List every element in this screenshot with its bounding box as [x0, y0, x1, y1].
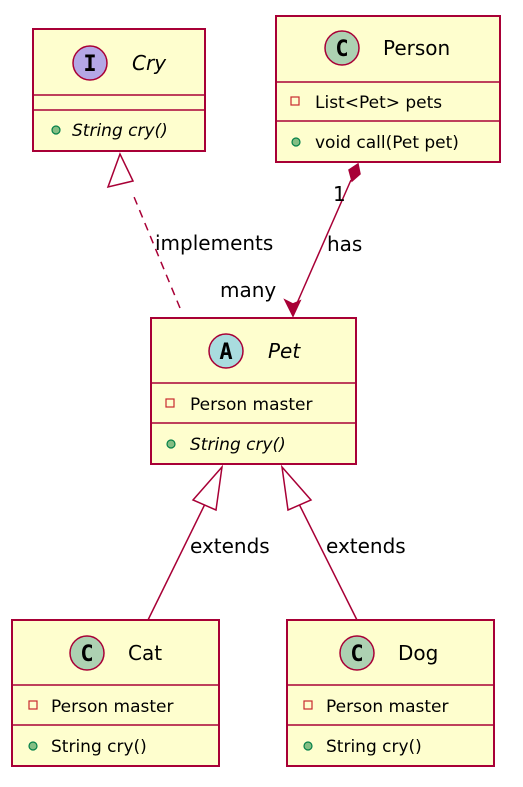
edge-dog-extends: extends [280, 464, 406, 621]
edge-has: 1 has many [220, 162, 362, 318]
class-badge-icon [69, 635, 105, 671]
class-cry[interactable]: I Cry String cry() [32, 28, 206, 152]
multiplicity-pet: many [220, 278, 276, 302]
class-pet[interactable]: A Pet Person master String cry() [150, 317, 357, 465]
class-badge-letter: C [350, 642, 363, 667]
class-pet-box [150, 317, 357, 465]
class-person-method: void call(Pet pet) [315, 133, 459, 153]
interface-badge-icon [72, 45, 108, 81]
class-person[interactable]: C Person List<Pet> pets void call(Pet pe… [275, 15, 501, 163]
label-implements: implements [155, 231, 273, 255]
interface-badge-letter: I [83, 52, 96, 77]
private-visibility-icon [290, 96, 300, 106]
label-cat-extends: extends [190, 534, 270, 558]
abstract-badge-icon [208, 333, 244, 369]
class-person-box [275, 15, 501, 163]
generalization-arrowhead-icon [280, 464, 313, 512]
public-visibility-icon [51, 125, 61, 135]
class-pet-attribute: Person master [190, 395, 312, 415]
edge-implements-line [131, 191, 181, 309]
realization-arrowhead-icon [106, 152, 135, 189]
class-cat-method: String cry() [51, 737, 147, 757]
class-dog-method: String cry() [326, 737, 422, 757]
class-cat-attribute: Person master [51, 697, 173, 717]
class-cat-box [11, 619, 220, 767]
class-pet-name: Pet [268, 339, 301, 363]
edge-implements: implements [106, 152, 273, 309]
class-person-name: Person [383, 36, 450, 60]
association-arrowhead-icon [283, 298, 302, 318]
private-visibility-icon [28, 700, 38, 710]
class-dog-box [286, 619, 495, 767]
private-visibility-icon [303, 700, 313, 710]
composition-diamond-icon [348, 162, 361, 183]
class-cry-name: Cry [132, 51, 167, 75]
label-dog-extends: extends [326, 534, 406, 558]
public-visibility-icon [166, 439, 176, 449]
class-dog[interactable]: C Dog Person master String cry() [286, 619, 495, 767]
private-visibility-icon [165, 398, 175, 408]
class-dog-name: Dog [398, 641, 438, 665]
abstract-badge-letter: A [219, 340, 232, 365]
class-badge-letter: C [80, 642, 93, 667]
class-badge-icon [339, 635, 375, 671]
generalization-arrowhead-icon [191, 464, 224, 512]
class-cat[interactable]: C Cat Person master String cry() [11, 619, 220, 767]
class-cat-name: Cat [128, 641, 162, 665]
label-has: has [327, 232, 362, 256]
class-badge-icon [324, 30, 360, 66]
class-person-attribute: List<Pet> pets [315, 93, 442, 113]
public-visibility-icon [303, 741, 313, 751]
edge-cat-extends: extends [147, 464, 270, 621]
edge-cat-extends-line [147, 503, 206, 621]
edge-has-line [293, 179, 352, 311]
class-dog-attribute: Person master [326, 697, 448, 717]
public-visibility-icon [291, 137, 301, 147]
class-cry-box [32, 28, 206, 152]
class-badge-letter: C [335, 37, 348, 62]
class-cry-method: String cry() [72, 121, 168, 141]
class-pet-method: String cry() [190, 435, 286, 455]
edge-dog-extends-line [298, 503, 358, 621]
public-visibility-icon [28, 741, 38, 751]
multiplicity-person: 1 [333, 182, 346, 206]
